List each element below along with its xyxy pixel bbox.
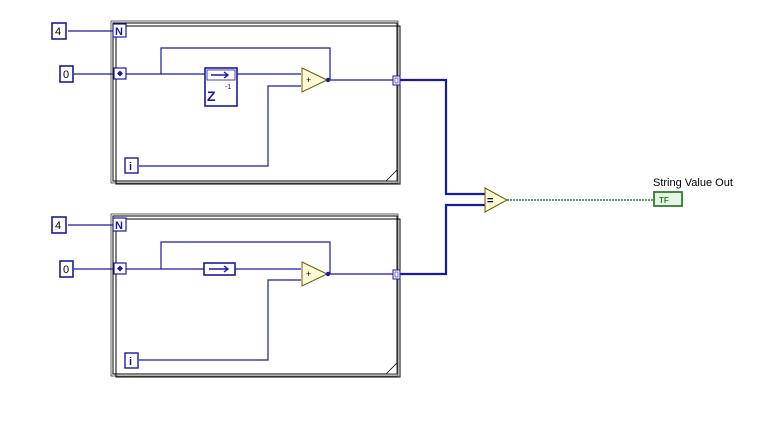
output-tunnel-1[interactable] [392,75,401,86]
count-constant-2-value: 4 [55,220,61,232]
add-node-2-symbol: + [306,269,311,279]
wire-junction-1 [325,77,331,83]
for-loop-1-frame[interactable] [112,22,398,182]
count-terminal-2-label: N [115,220,123,232]
loop-resize-handle-2[interactable] [385,362,398,375]
boolean-indicator[interactable]: TF [653,191,683,207]
count-terminal-1[interactable]: N [112,23,127,38]
iteration-terminal-1-label: i [129,161,132,173]
iteration-terminal-2-label: i [129,356,132,368]
arrow-right-icon [211,71,230,79]
equal-node[interactable]: = [484,187,509,213]
add-node-2[interactable]: + [301,261,329,287]
indicator-label: String Value Out [653,177,733,189]
feedback-node-1-z: Z [207,88,216,104]
add-node-1-symbol: + [306,75,311,85]
shift-init-constant-2-value: 0 [63,264,69,276]
shift-register-left-1[interactable] [113,67,127,80]
for-loop-2[interactable] [110,213,401,378]
shift-init-constant-1[interactable]: 0 [59,65,74,83]
arrow-right-icon [209,265,230,273]
iteration-terminal-2[interactable]: i [124,352,139,369]
output-tunnel-2[interactable] [392,269,401,280]
for-loop-2-frame[interactable] [112,215,398,375]
wire-junction-2 [325,271,331,277]
count-constant-1[interactable]: 4 [51,22,67,40]
loop-resize-handle-1[interactable] [385,169,398,182]
shift-init-constant-2[interactable]: 0 [59,260,74,278]
count-constant-2[interactable]: 4 [51,216,67,234]
for-loop-1[interactable] [110,20,401,185]
feedback-node-1[interactable]: Z -1 [204,67,238,107]
wire-loop2-to-compare[interactable] [400,203,486,276]
add-node-1[interactable]: + [301,67,329,93]
count-terminal-2[interactable]: N [112,217,127,232]
iteration-terminal-1[interactable]: i [124,157,139,174]
count-terminal-1-label: N [115,26,123,38]
indicator-terminal-text: TF [659,196,669,205]
feedback-node-1-sub: -1 [225,84,231,91]
shift-register-left-2[interactable] [113,262,127,275]
count-constant-1-value: 4 [55,26,61,38]
equal-node-symbol: = [487,195,493,207]
feedback-node-2[interactable] [203,262,236,276]
wire-loop1-to-compare[interactable] [400,78,486,196]
shift-init-constant-1-value: 0 [63,69,69,81]
